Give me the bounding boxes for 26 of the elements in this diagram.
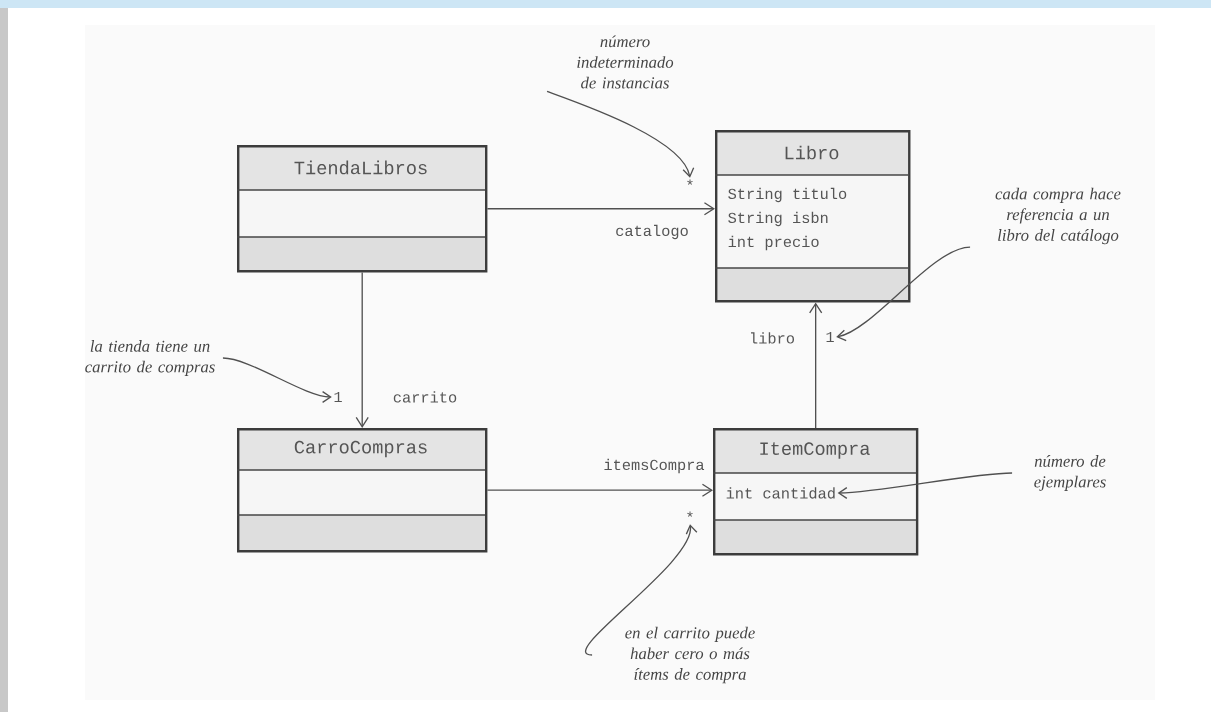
multiplicity: *: [687, 179, 693, 185]
association-arrow: [486, 483, 713, 497]
leader-arrow: [222, 357, 332, 403]
note-text: en el carrito puede haber cero o más ítems de compra: [625, 626, 755, 684]
note-text: número de ejemplares: [1034, 455, 1106, 491]
note-text: número indeterminado de instancias: [577, 35, 674, 89]
association-arrow: [809, 302, 823, 429]
association-arrow: [355, 271, 369, 428]
role-label: carrito: [393, 391, 457, 403]
association-arrow: [486, 202, 715, 216]
role-label: itemsCompra: [604, 458, 705, 474]
leader-arrow: [546, 90, 695, 178]
multiplicity: *: [687, 511, 693, 517]
class-box: Libro String titulo String isbn int precio: [714, 130, 911, 303]
note-text: cada compra hace referencia a un libro del catálogo: [995, 187, 1121, 245]
multiplicity: 1: [334, 391, 342, 403]
leader-arrow: [585, 524, 698, 656]
role-label: libro: [751, 332, 794, 344]
class-box: CarroCompras: [236, 428, 488, 553]
leader-arrow: [837, 472, 1013, 499]
leader-arrow: [836, 246, 971, 342]
class-box: ItemCompra int cantidad: [712, 428, 919, 556]
multiplicity: 1: [826, 331, 834, 343]
role-label: catalogo: [616, 224, 688, 240]
note-text: la tienda tiene un carrito de compras: [85, 340, 215, 376]
class-box: TiendaLibros: [236, 145, 488, 273]
